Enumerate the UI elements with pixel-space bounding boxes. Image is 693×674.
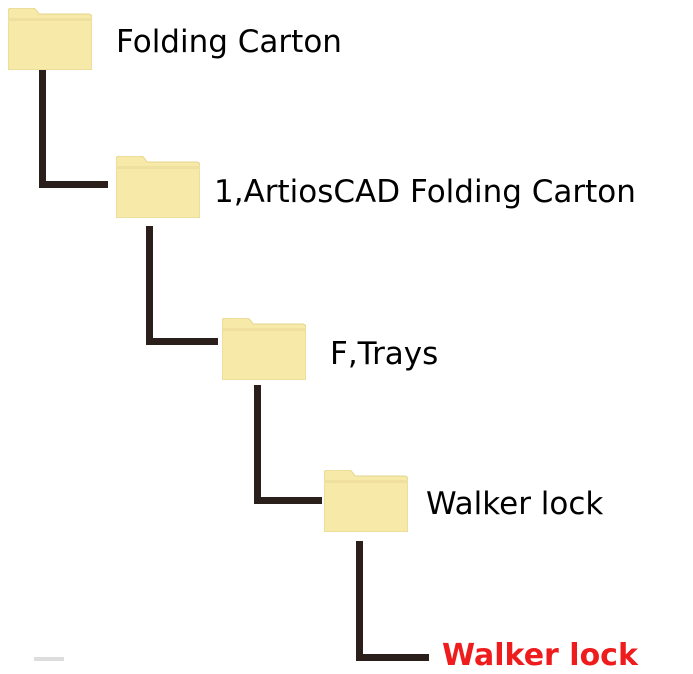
folder-label[interactable]: 1,ArtiosCAD Folding Carton [214,174,636,210]
tree-connector [146,226,218,345]
tree-connector [254,385,322,504]
folder-icon[interactable] [116,156,200,218]
selected-item-label[interactable]: Walker lock [442,638,638,673]
folder-label[interactable]: F,Trays [330,336,439,372]
folder-icon[interactable] [8,8,92,70]
folder-icon[interactable] [222,318,306,380]
tree-connector [356,541,429,661]
folder-icon[interactable] [324,470,408,532]
folder-label[interactable]: Walker lock [426,486,604,522]
folder-label[interactable]: Folding Carton [116,24,342,60]
faint-mark [34,657,64,661]
tree-connector [39,70,108,188]
